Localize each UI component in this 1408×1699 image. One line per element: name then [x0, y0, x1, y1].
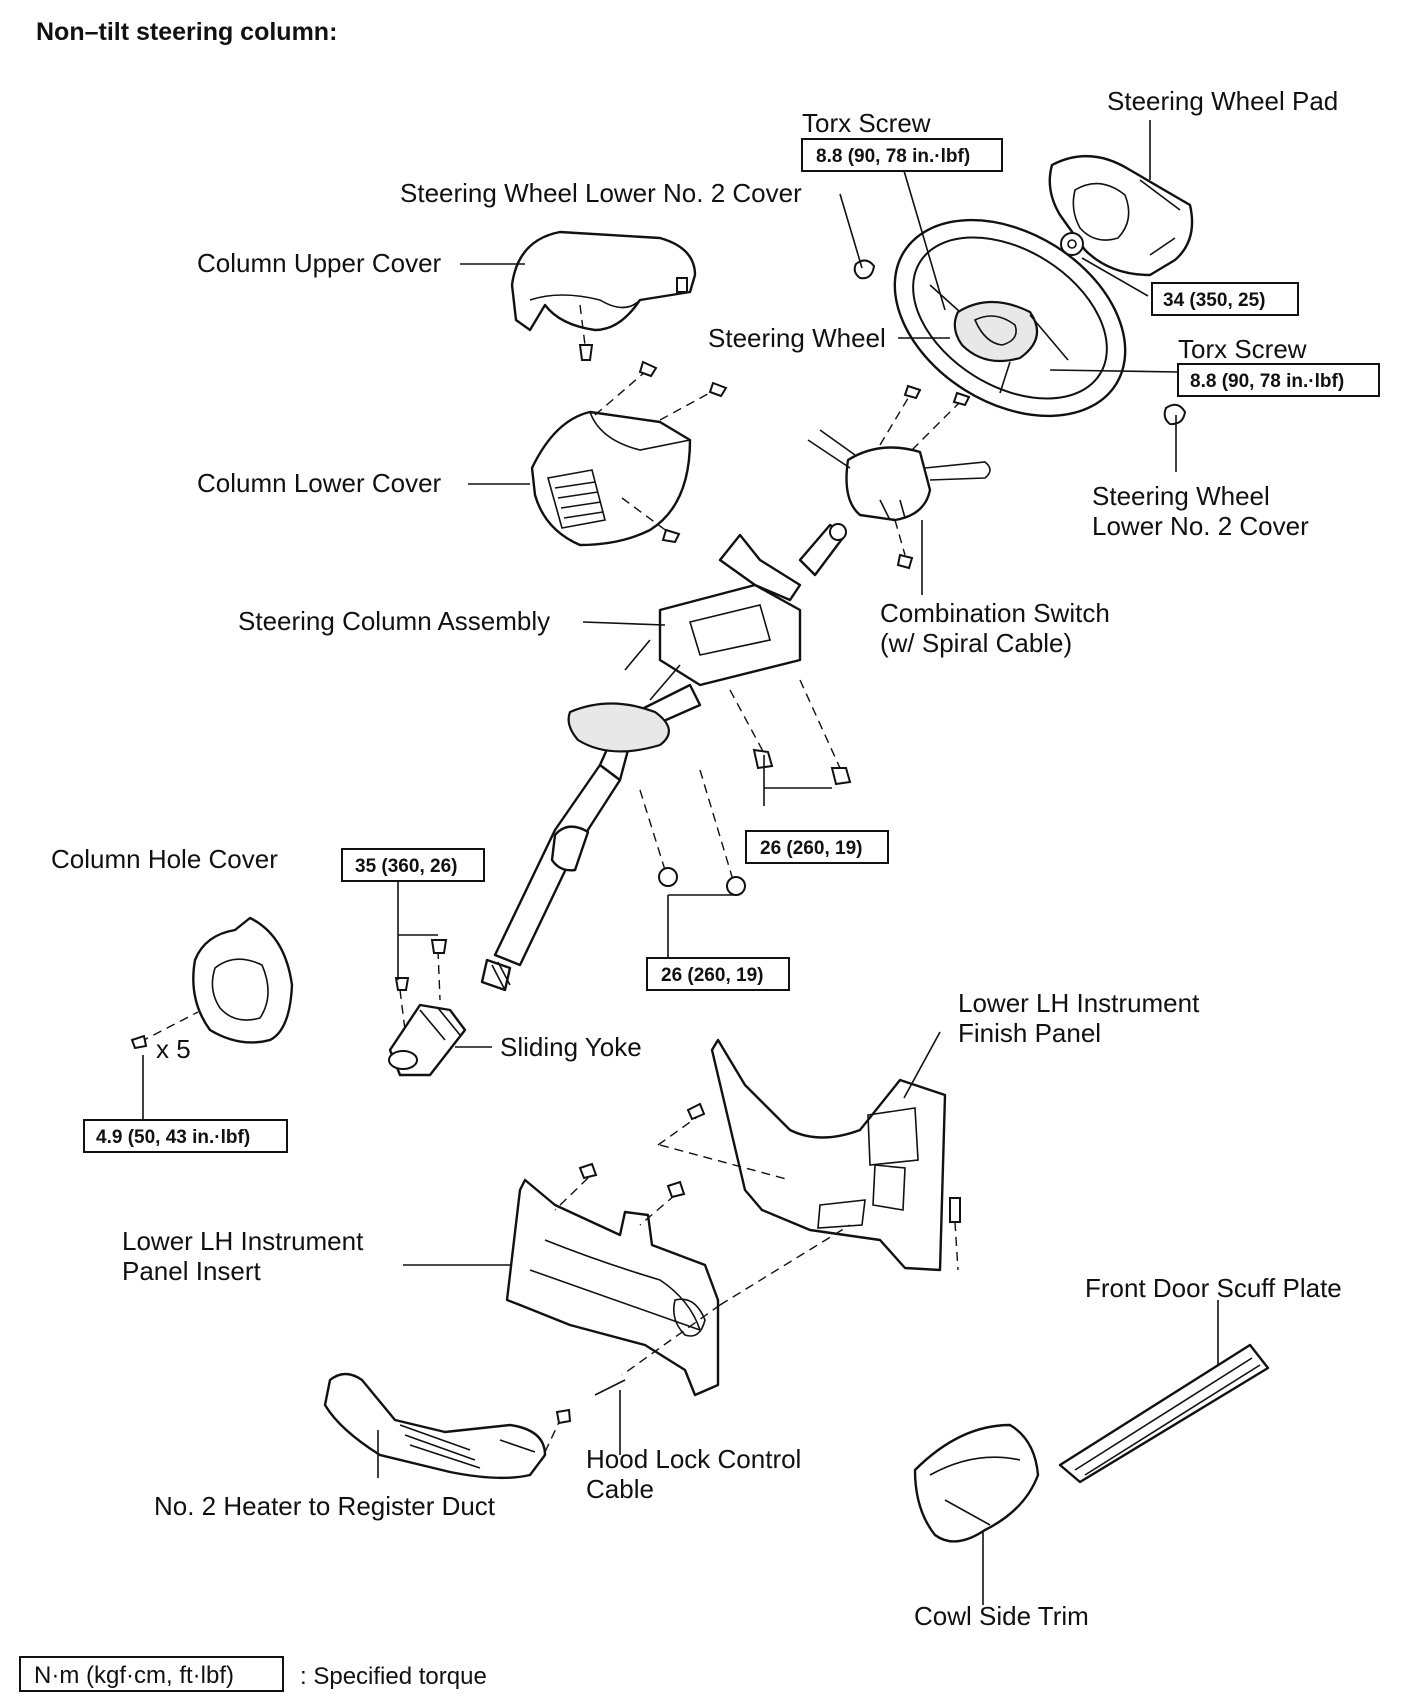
torque-torx-right: 8.8 (90, 78 in.·lbf): [1190, 371, 1344, 392]
legend-box-text: N·m (kgf·cm, ft·lbf): [34, 1662, 234, 1689]
column-hole-cover-illustration: [192, 916, 294, 1044]
part-labels: Torx Screw Steering Wheel Pad Steering W…: [51, 86, 1342, 1631]
steering-wheel-pad-illustration: [1048, 155, 1194, 277]
label-heater-duct: No. 2 Heater to Register Duct: [154, 1491, 496, 1521]
label-combination-switch-1: Combination Switch: [880, 598, 1110, 628]
label-steering-wheel-lower-no2-cover-right-2: Lower No. 2 Cover: [1092, 511, 1309, 541]
lower-lh-panel-insert-illustration: [505, 1178, 720, 1397]
label-steering-wheel-lower-no2-cover-right-1: Steering Wheel: [1092, 481, 1270, 511]
lower-lh-finish-panel-illustration: [710, 1038, 947, 1272]
heater-duct-illustration: [323, 1372, 547, 1480]
label-hood-lock-control-cable-1: Hood Lock Control: [586, 1444, 801, 1474]
cowl-side-trim-illustration: [913, 1423, 1040, 1543]
label-lower-lh-panel-insert-2: Panel Insert: [122, 1256, 262, 1286]
label-torx-screw-top: Torx Screw: [802, 108, 931, 138]
column-lower-cover-illustration: [530, 410, 692, 547]
torque-boxes: 8.8 (90, 78 in.·lbf) 34 (350, 25) 8.8 (9…: [83, 138, 1380, 1153]
label-column-hole-cover: Column Hole Cover: [51, 844, 278, 874]
label-sliding-yoke: Sliding Yoke: [500, 1032, 642, 1062]
label-cowl-side-trim: Cowl Side Trim: [914, 1601, 1089, 1631]
upper-cover-screw: [578, 344, 594, 361]
legend-description: : Specified torque: [300, 1663, 487, 1690]
torque-pad-nut: 34 (350, 25): [1163, 290, 1265, 311]
steering-column-assembly-illustration: [480, 523, 847, 992]
label-torx-screw-right: Torx Screw: [1178, 334, 1307, 364]
label-x5: x 5: [156, 1034, 191, 1064]
label-combination-switch-2: (w/ Spiral Cable): [880, 628, 1072, 658]
label-column-upper-cover: Column Upper Cover: [197, 248, 442, 278]
torque-column-nuts-lower: 26 (260, 19): [661, 965, 763, 986]
column-upper-cover-illustration: [510, 230, 697, 332]
label-lower-lh-finish-panel-2: Finish Panel: [958, 1018, 1101, 1048]
label-steering-wheel-lower-no2-cover-top: Steering Wheel Lower No. 2 Cover: [400, 178, 802, 208]
diagram-title: Non–tilt steering column:: [36, 18, 337, 46]
hood-lock-cable-part: [594, 1379, 626, 1396]
label-front-door-scuff-plate: Front Door Scuff Plate: [1085, 1273, 1342, 1303]
label-column-lower-cover: Column Lower Cover: [197, 468, 442, 498]
torque-column-bolts-upper: 26 (260, 19): [760, 838, 862, 859]
torque-yoke-bolts: 35 (360, 26): [355, 856, 457, 877]
label-steering-wheel-pad: Steering Wheel Pad: [1107, 86, 1338, 116]
leader-lines: [142, 120, 1219, 1605]
steering-wheel-illustration: [893, 218, 1127, 418]
sliding-yoke-illustration: [388, 1003, 467, 1077]
torque-torx-top: 8.8 (90, 78 in.·lbf): [816, 146, 970, 167]
label-lower-lh-finish-panel-1: Lower LH Instrument: [958, 988, 1200, 1018]
label-hood-lock-control-cable-2: Cable: [586, 1474, 654, 1504]
torque-legend: N·m (kgf·cm, ft·lbf) : Specified torque: [19, 1656, 487, 1692]
label-lower-lh-panel-insert-1: Lower LH Instrument: [122, 1226, 364, 1256]
lower-no2-cover-right-part: [1163, 403, 1187, 426]
combination-switch-illustration: [807, 429, 991, 522]
lower-no2-cover-left-part: [853, 259, 876, 280]
torque-hole-cover-nuts: 4.9 (50, 43 in.·lbf): [96, 1127, 250, 1148]
label-steering-column-assembly: Steering Column Assembly: [238, 606, 550, 636]
label-steering-wheel: Steering Wheel: [708, 323, 886, 353]
front-door-scuff-plate-illustration: [1058, 1343, 1270, 1484]
